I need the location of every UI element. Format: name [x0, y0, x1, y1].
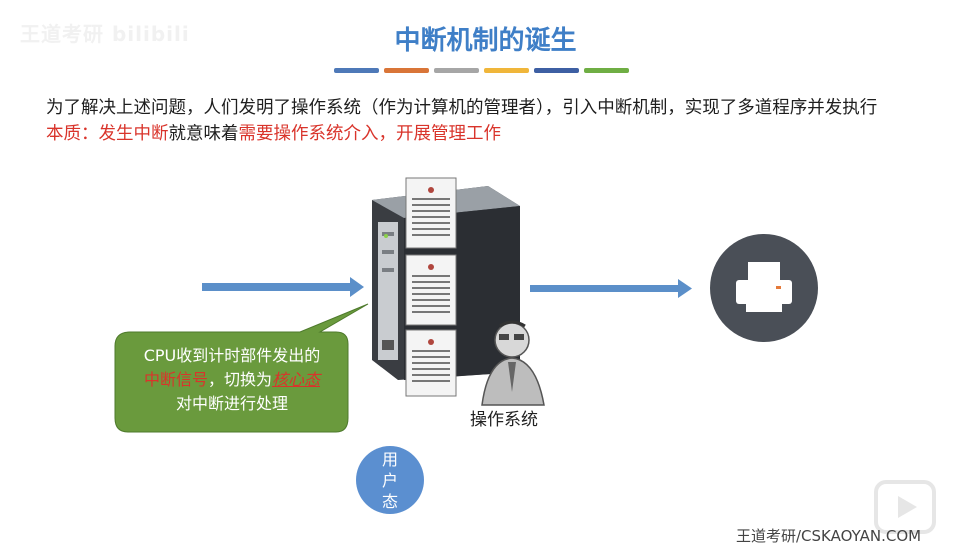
interrupt-signal-text: 中断信号 [143, 370, 208, 389]
user-mode-char-3: 态 [381, 491, 398, 511]
intro-text: 为了解决上述问题，人们发明了操作系统（作为计算机的管理者），引入中断机制，实现了… [46, 98, 878, 118]
essence-part2: 就意味着 [168, 124, 239, 144]
admin-person-icon [481, 320, 545, 406]
output-arrow [530, 279, 692, 298]
color-bar-5 [534, 68, 579, 73]
color-bar-3 [434, 68, 479, 73]
callout-text: CPU收到计时部件发出的 中断信号，切换为核心态 对中断进行处理 [117, 344, 347, 416]
printer-icon [710, 234, 818, 342]
slide-title: 中断机制的诞生 [394, 26, 577, 56]
bilibili-watermark: 王道考研 bilibili [20, 22, 190, 46]
user-mode-char-2: 户 [381, 470, 398, 490]
callout-line1: CPU收到计时部件发出的 [143, 346, 321, 365]
color-bar-1 [334, 68, 379, 73]
title-color-bars [334, 68, 629, 74]
callout-line2: 中断信号，切换为核心态 [117, 368, 347, 392]
os-label: 操作系统 [470, 410, 538, 430]
kernel-mode-text: 核心态 [272, 370, 321, 389]
callout-mid: ，切换为 [207, 370, 272, 389]
essence-text: 本质：发生中断就意味着需要操作系统介入，开展管理工作 [46, 120, 501, 145]
essence-part1: 本质：发生中断 [46, 124, 169, 144]
input-arrow [202, 277, 364, 297]
document-icon [405, 329, 457, 397]
user-mode-char-1: 用 [381, 449, 398, 469]
document-icon [405, 254, 457, 326]
document-icon [405, 177, 457, 249]
callout-line3: 对中断进行处理 [175, 394, 288, 413]
color-bar-4 [484, 68, 529, 73]
user-mode-circle: 用 户 态 [356, 446, 424, 514]
play-icon [874, 480, 936, 534]
callout-bubble [114, 303, 369, 433]
color-bar-2 [384, 68, 429, 73]
color-bar-6 [584, 68, 629, 73]
brand-footer: 王道考研/CSKAOYAN.COM [736, 527, 922, 545]
essence-part3: 需要操作系统介入，开展管理工作 [238, 124, 502, 144]
